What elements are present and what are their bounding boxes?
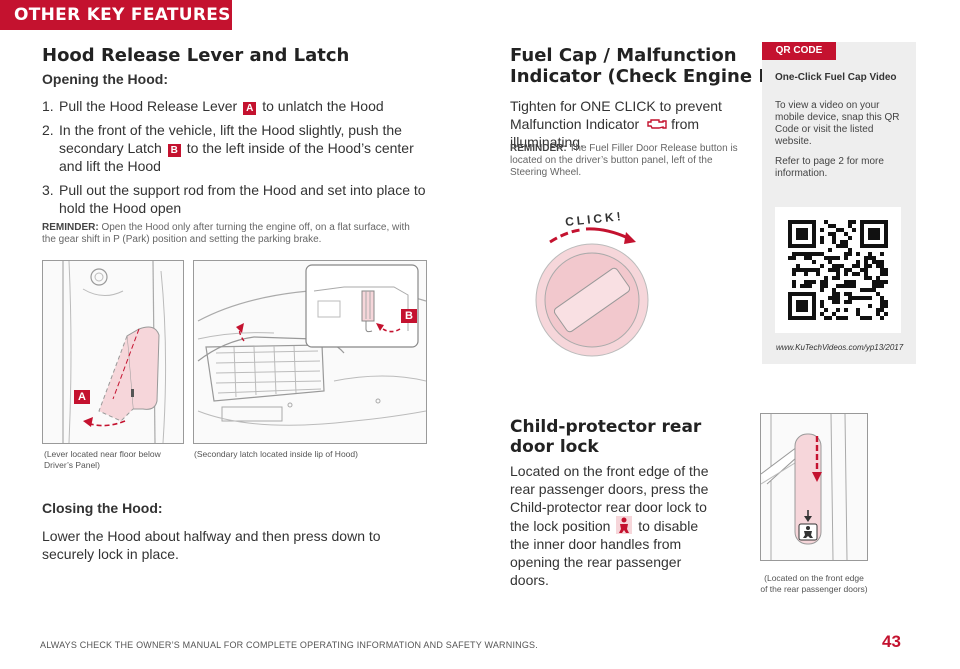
fuel-cap-illustration bbox=[535, 227, 649, 357]
hood-lever-drawing bbox=[62, 261, 167, 443]
fuel-text: Tighten for ONE CLICK to prevent Malfunc… bbox=[510, 98, 722, 150]
label-a: A bbox=[74, 390, 90, 404]
qr-tag: QR CODE bbox=[762, 42, 836, 60]
child-lock-text: Located on the front edge of the rear pa… bbox=[510, 463, 709, 588]
qr-url[interactable]: www.KuTechVideos.com/yp13/2017 bbox=[776, 343, 904, 352]
step-3: 3.Pull out the support rod from the Hood… bbox=[42, 182, 426, 216]
opening-steps: 1.Pull the Hood Release Lever A to unlat… bbox=[42, 97, 437, 223]
hood-latch-illustration bbox=[193, 260, 427, 444]
caption-latch: (Secondary latch located inside lip of H… bbox=[194, 449, 358, 459]
page-number: 43 bbox=[882, 632, 901, 651]
child-lock-icon bbox=[616, 516, 633, 534]
section-banner: OTHER KEY FEATURES bbox=[0, 0, 232, 30]
hood-reminder: REMINDER: Open the Hood only after turni… bbox=[42, 222, 410, 245]
step-1: 1.Pull the Hood Release Lever A to unlat… bbox=[42, 98, 384, 115]
child-lock-illustration bbox=[760, 413, 868, 561]
closing-hood-text: Lower the Hood about halfway and then pr… bbox=[42, 528, 381, 562]
badge-b: B bbox=[167, 144, 181, 157]
door-edge-drawing bbox=[761, 414, 848, 560]
hood-title: Hood Release Lever and Latch bbox=[42, 45, 350, 66]
qr-code-frame[interactable] bbox=[775, 207, 901, 333]
qr-title: One-Click Fuel Cap Video bbox=[775, 72, 897, 83]
hood-lever-illustration bbox=[42, 260, 184, 444]
qr-text: To view a video on your mobile device, s… bbox=[775, 100, 900, 179]
step-2: 2.In the front of the vehicle, lift the … bbox=[42, 122, 414, 174]
car-front-drawing bbox=[197, 264, 426, 426]
fuel-reminder: REMINDER: The Fuel Filler Door Release b… bbox=[510, 143, 738, 178]
closing-hood-title: Closing the Hood: bbox=[42, 500, 163, 516]
opening-hood-title: Opening the Hood: bbox=[42, 71, 168, 87]
check-engine-icon bbox=[647, 119, 667, 129]
label-b: B bbox=[401, 309, 417, 323]
badge-a: A bbox=[243, 102, 257, 115]
footer-disclaimer: ALWAYS CHECK THE OWNER’S MANUAL FOR COMP… bbox=[40, 640, 538, 650]
qr-code-icon bbox=[788, 220, 888, 320]
